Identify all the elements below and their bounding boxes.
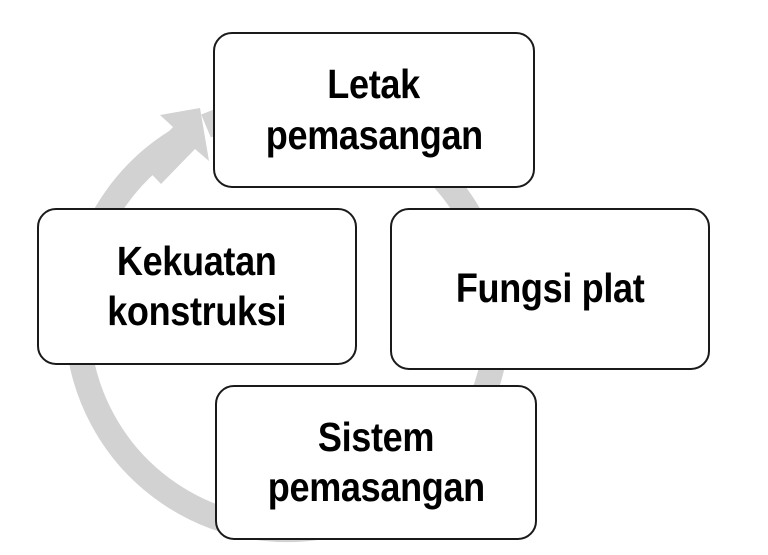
node-label-line: Letak: [327, 61, 421, 108]
node-box-fungsi-plat[interactable]: Fungsi plat: [390, 208, 710, 370]
node-label-line: pemasangan: [265, 111, 483, 158]
cycle-arrowhead: [140, 108, 209, 184]
node-box-letak-pemasangan[interactable]: Letak pemasangan: [213, 32, 535, 188]
node-label-line: Sistem: [317, 413, 435, 460]
node-label-line: Kekuatan: [117, 237, 277, 284]
node-label-line: konstruksi: [107, 288, 287, 334]
node-label-line: pemasangan: [267, 464, 485, 510]
node-label-line: Fungsi plat: [455, 265, 645, 312]
node-box-sistem-pemasangan[interactable]: Sistem pemasangan: [215, 385, 537, 540]
node-box-kekuatan-konstruksi[interactable]: Kekuatan konstruksi: [37, 208, 357, 365]
